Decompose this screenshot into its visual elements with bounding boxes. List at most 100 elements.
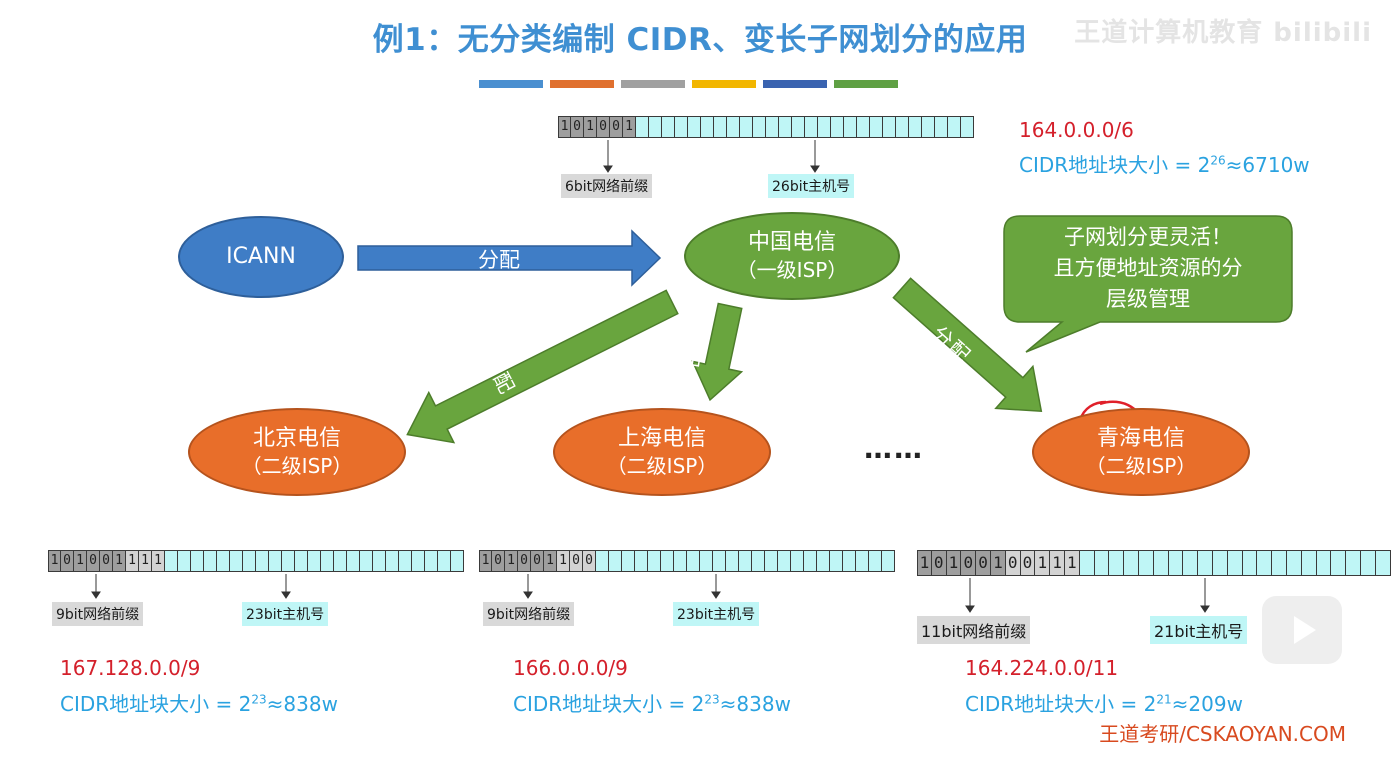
host-bit-cell (753, 116, 766, 138)
host-bit-cell (831, 116, 844, 138)
host-bit-cell (661, 550, 674, 572)
host-bit-cell (204, 550, 217, 572)
host-bit-cell (662, 116, 675, 138)
prefix-bit-cell: 0 (531, 550, 544, 572)
arrow-china-to-beijing (406, 289, 679, 444)
color-bar-segment (550, 80, 614, 88)
prefix-label-qinghai: 11bit网络前缀 (917, 616, 1031, 644)
host-bit-cell (622, 550, 635, 572)
host-bit-cell (765, 550, 778, 572)
host-bit-cell (386, 550, 399, 572)
host-bit-cell (778, 550, 791, 572)
host-bit-cell (1286, 550, 1302, 576)
node-beijing-telecom: 北京电信 （二级ISP） (188, 408, 406, 496)
size-prefix: CIDR地址块大小 = 2 (513, 692, 705, 716)
bubble-line: 子网划分更灵活！ (1064, 225, 1232, 249)
host-bit-cell (726, 550, 739, 572)
speech-bubble-shape (1003, 215, 1293, 353)
prefix-bit-cell: 0 (570, 550, 583, 572)
host-bit-cell (282, 550, 295, 572)
node-label: 上海电信 (617, 426, 706, 451)
host-bit-cell (438, 550, 451, 572)
prefix-bit-cell: 0 (100, 550, 113, 572)
node-china-telecom: 中国电信 （一级ISP） (684, 212, 900, 300)
host-bit-cell (1316, 550, 1332, 576)
color-bar-segment (834, 80, 898, 88)
prefix-bit-cell: 0 (583, 550, 596, 572)
color-bar-segment (621, 80, 685, 88)
host-bit-cell (191, 550, 204, 572)
host-bit-cell (1242, 550, 1258, 576)
host-bit-cell (883, 116, 896, 138)
color-bar-segment (763, 80, 827, 88)
size-exp: 23 (251, 692, 267, 707)
host-bit-cell (269, 550, 282, 572)
address-shanghai: 166.0.0.0/9 (513, 656, 628, 680)
prefix-bit-cell: 0 (976, 550, 991, 576)
prefix-bit-cell: 1 (479, 550, 492, 572)
size-beijing: CIDR地址块大小 = 223≈838w (60, 688, 338, 717)
host-bit-cell (882, 550, 895, 572)
size-exp: 21 (1156, 692, 1172, 707)
host-bit-cell (334, 550, 347, 572)
node-sublabel: （二级ISP） (241, 454, 353, 478)
host-bit-cell (1124, 550, 1139, 576)
host-bit-cell (701, 116, 714, 138)
prefix-bit-cell: 0 (597, 116, 610, 138)
size-shanghai: CIDR地址块大小 = 223≈838w (513, 688, 791, 717)
host-bit-cell (870, 116, 883, 138)
host-bit-cell (818, 116, 831, 138)
host-bit-cell (674, 550, 687, 572)
host-bit-cell (766, 116, 779, 138)
host-bit-cell (1272, 550, 1287, 576)
play-button[interactable] (1262, 596, 1342, 664)
prefix-bit-cell: 1 (126, 550, 139, 572)
arrow-china-to-shanghai (691, 302, 744, 402)
node-qinghai-telecom: 青海电信 （二级ISP） (1032, 408, 1250, 496)
size-top-exp: 26 (1210, 153, 1226, 168)
host-bit-cell (636, 116, 649, 138)
prefix-bit-cell: 0 (87, 550, 100, 572)
host-bit-cell (844, 116, 857, 138)
host-bit-cell (922, 116, 935, 138)
host-label-top: 26bit主机号 (768, 174, 855, 198)
host-bit-cell (1138, 550, 1154, 576)
host-bit-cell (909, 116, 922, 138)
host-bit-cell (399, 550, 412, 572)
prefix-label-beijing: 9bit网络前缀 (52, 602, 144, 626)
host-bit-cell (596, 550, 609, 572)
color-bar (479, 80, 909, 88)
host-bit-cell (688, 116, 701, 138)
prefix-bit-cell: 0 (492, 550, 505, 572)
host-bit-cell (635, 550, 648, 572)
prefix-bit-cell: 1 (544, 550, 557, 572)
node-icann: ICANN (178, 216, 344, 298)
bubble-line: 且方便地址资源的分 (1053, 256, 1243, 280)
host-bit-cell (230, 550, 243, 572)
arrow-china-to-qinghai (892, 277, 1043, 413)
prefix-bit-cell: 1 (1064, 550, 1080, 576)
node-sublabel: （二级ISP） (1085, 454, 1197, 478)
host-bit-cell (1168, 550, 1184, 576)
host-bit-cell (687, 550, 700, 572)
host-bit-cell (451, 550, 464, 572)
size-top: CIDR地址块大小 = 226≈6710w (1019, 149, 1310, 178)
host-bit-cell (961, 116, 974, 138)
host-bit-cell (752, 550, 765, 572)
host-bit-cell (178, 550, 191, 572)
host-bit-cell (869, 550, 882, 572)
prefix-label-shanghai: 9bit网络前缀 (483, 602, 575, 626)
bubble-line: 层级管理 (1106, 287, 1190, 311)
address-beijing: 167.128.0.0/9 (60, 656, 201, 680)
color-bar-segment (692, 80, 756, 88)
host-bit-cell (1227, 550, 1243, 576)
host-label-qinghai: 21bit主机号 (1150, 616, 1248, 644)
host-bit-cell (1079, 550, 1095, 576)
host-bit-cell (896, 116, 909, 138)
prefix-bit-cell: 0 (610, 116, 623, 138)
address-top: 164.0.0.0/6 (1019, 118, 1134, 142)
host-bit-cell (856, 550, 869, 572)
size-suffix: ≈209w (1171, 692, 1243, 716)
host-bit-cell (648, 550, 661, 572)
host-bit-cell (948, 116, 961, 138)
